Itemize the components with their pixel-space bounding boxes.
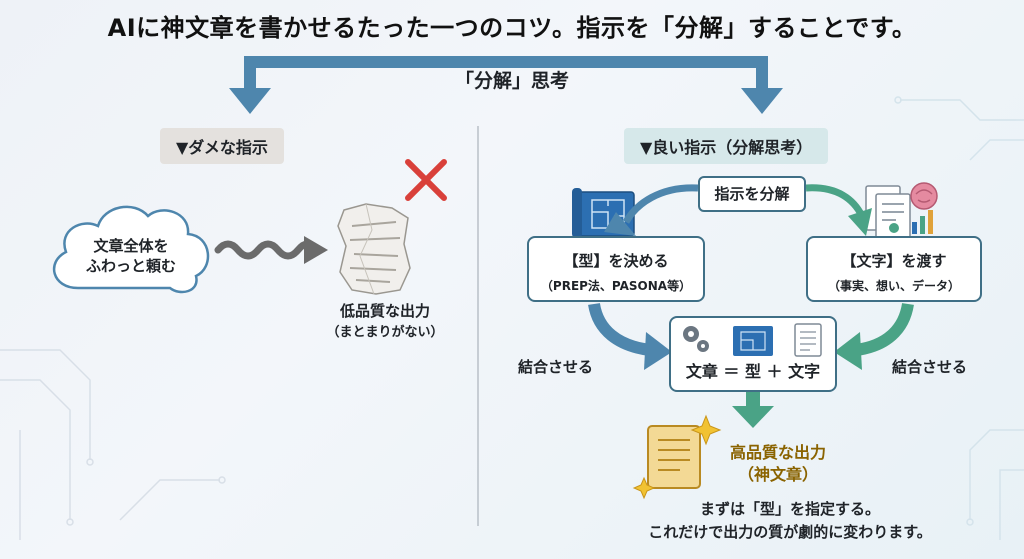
low-quality-output: 低品質な出力 （まとまりがない） xyxy=(300,300,470,344)
kata-box: 【型】を決める （PREP法、PASONA等） xyxy=(527,236,705,302)
formula-box: 文章 ＝ 型 ＋ 文字 xyxy=(669,316,837,392)
document-icon xyxy=(794,323,822,357)
high-quality-output: 高品質な出力 （神文章） xyxy=(718,442,838,486)
arrow-to-quality xyxy=(732,392,774,428)
high-quality-line2: （神文章） xyxy=(737,465,818,484)
bad-instruction-label: ▼ダメな指示 xyxy=(160,128,284,164)
combine-label-left: 結合させる xyxy=(518,358,594,376)
high-quality-line1: 高品質な出力 xyxy=(729,443,826,462)
footer-line1: まずは「型」を指定する。 xyxy=(699,500,880,518)
gear-icon xyxy=(683,326,709,352)
blueprint-icon xyxy=(733,326,773,356)
footer-message: まずは「型」を指定する。 これだけで出力の質が劇的に変わります。 xyxy=(580,498,1000,544)
red-x-icon xyxy=(405,159,447,201)
golden-document-icon xyxy=(647,425,701,489)
low-quality-line1: 低品質な出力 xyxy=(339,302,430,320)
circuit-decoration-right xyxy=(894,96,1024,540)
moji-examples: （事実、想い、データ） xyxy=(827,279,960,293)
wavy-arrow-icon xyxy=(214,236,328,264)
kata-title: 【型】を決める xyxy=(563,252,669,270)
cloud-shape xyxy=(52,205,210,294)
circuit-decoration-left xyxy=(0,349,226,540)
formula-text: 文章 ＝ 型 ＋ 文字 xyxy=(685,362,821,381)
low-quality-line2: （まとまりがない） xyxy=(326,325,444,340)
moji-box: 【文字】を渡す （事実、想い、データ） xyxy=(806,236,982,302)
formula-icons xyxy=(683,323,822,357)
documents-brain-icon xyxy=(865,182,938,239)
vague-request-line1: 文章全体を xyxy=(93,237,169,255)
page-title: AIに神文章を書かせるたった一つのコツ。指示を「分解」することです。 xyxy=(107,14,917,42)
vague-request-text: 文章全体を ふわっと頼む xyxy=(56,236,206,276)
combine-label-right: 結合させる xyxy=(892,358,968,376)
vague-request-line2: ふわっと頼む xyxy=(85,257,176,275)
kata-examples: （PREP法、PASONA等） xyxy=(540,279,692,293)
sparkle-icon xyxy=(632,414,722,500)
good-instruction-label: ▼良い指示（分解思考） xyxy=(624,128,829,164)
arrow-to-kata xyxy=(622,184,699,224)
moji-title: 【文字】を渡す xyxy=(841,252,947,270)
arrow-moji-to-main xyxy=(854,302,914,356)
split-arrow xyxy=(229,56,783,114)
arrow-to-moji xyxy=(805,184,866,218)
arrow-kata-to-main xyxy=(588,302,651,356)
concept-subtitle: 「分解」思考 xyxy=(454,70,569,92)
crumpled-paper-icon xyxy=(337,203,411,295)
footer-line2: これだけで出力の質が劇的に変わります。 xyxy=(648,523,932,541)
decompose-instruction-box: 指示を分解 xyxy=(698,176,806,212)
